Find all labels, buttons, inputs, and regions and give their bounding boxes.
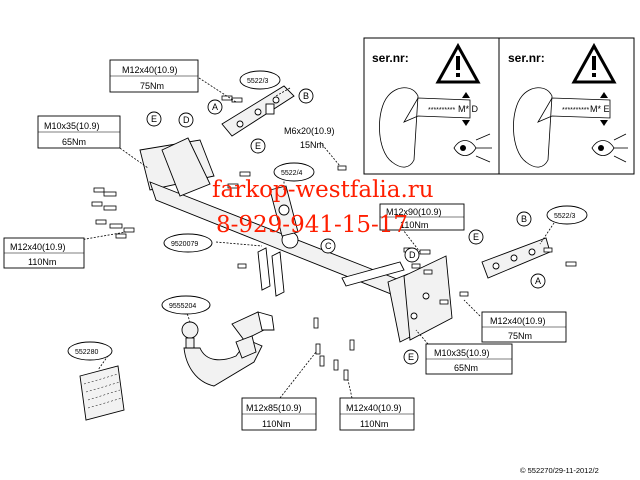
svg-text:M10x35(10.9): M10x35(10.9) — [434, 348, 490, 358]
callout-e-right: E — [468, 229, 484, 245]
watermark-site: farkop-westfalia.ru — [212, 177, 434, 203]
serial-code-left: M* D — [458, 104, 479, 114]
svg-text:110Nm: 110Nm — [262, 419, 290, 429]
part-9520079: 9520079 — [163, 233, 213, 253]
svg-text:M12x40(10.9): M12x40(10.9) — [346, 403, 402, 413]
serial-title-right: ser.nr: — [508, 51, 545, 65]
spec-box-top-bracket: M12x40(10.9) 75Nm — [109, 59, 199, 93]
svg-text:M12x40(10.9): M12x40(10.9) — [490, 316, 546, 326]
bolts — [91, 95, 577, 381]
part-5522-3-right: 5522/3 — [546, 205, 588, 225]
svg-text:5522/3: 5522/3 — [554, 213, 576, 220]
letter-callouts: A B E D E C D E B A E — [146, 88, 546, 365]
eye-icon — [591, 133, 628, 163]
eye-icon — [453, 133, 492, 163]
watermark: farkop-westfalia.ru 8-929-941-15-17 — [212, 177, 434, 238]
center-bracket — [269, 185, 299, 237]
part-552280: 552280 — [67, 341, 113, 361]
part-9555204: 9555204 — [161, 295, 211, 315]
crossbar-assembly — [139, 137, 453, 343]
serial-stars-left: ********** — [428, 107, 456, 114]
marker-arrow-icon — [600, 92, 608, 98]
callout-d-right: D — [404, 247, 420, 263]
svg-text:D: D — [183, 115, 190, 125]
svg-text:D: D — [409, 250, 416, 260]
callout-e-left1: E — [146, 111, 162, 127]
callout-b-right: B — [516, 211, 532, 227]
serial-code-right: M* E — [590, 104, 610, 114]
svg-text:65Nm: 65Nm — [62, 137, 86, 147]
watermark-phone: 8-929-941-15-17 — [216, 212, 408, 238]
callout-d-left: D — [178, 112, 194, 128]
serial-panel-right: ser.nr: ********** M* E — [508, 42, 628, 168]
spec-box-right-bracket: M12x40(10.9) 75Nm — [481, 311, 567, 343]
spec-box-bottom-right: M12x40(10.9) 110Nm — [339, 397, 415, 431]
serial-title-left: ser.nr: — [372, 51, 409, 65]
serial-panel-left: ser.nr: ********** M* D — [372, 42, 492, 168]
svg-text:110Nm: 110Nm — [400, 220, 428, 230]
svg-text:A: A — [212, 102, 218, 112]
callout-e-bottom: E — [403, 349, 419, 365]
svg-text:75Nm: 75Nm — [508, 331, 532, 341]
spec-label-mid-top: M6x20(10.9) 15Nm — [284, 126, 335, 150]
serial-plate — [403, 97, 471, 123]
part-5522-4: 5522/4 — [273, 162, 315, 182]
svg-text:M12x40(10.9): M12x40(10.9) — [10, 242, 66, 252]
marker-arrow-icon — [462, 92, 470, 98]
svg-text:110Nm: 110Nm — [28, 257, 56, 267]
svg-text:552280: 552280 — [75, 349, 98, 356]
spec-box-left-upper: M10x35(10.9) 65Nm — [37, 115, 121, 149]
svg-text:M12x40(10.9): M12x40(10.9) — [122, 65, 178, 75]
serial-stars-right: ********** — [562, 107, 590, 114]
svg-text:75Nm: 75Nm — [140, 81, 164, 91]
vehicle-outline — [379, 87, 419, 168]
spec-box-left-lower: M12x40(10.9) 110Nm — [3, 237, 85, 269]
marker-arrow-icon — [600, 120, 608, 126]
copyright-note: © 552270/29-11-2012/2 — [520, 466, 599, 475]
tow-ball — [181, 311, 275, 387]
svg-text:M6x20(10.9): M6x20(10.9) — [284, 126, 335, 136]
spec-box-right-lower: M10x35(10.9) 65Nm — [425, 343, 513, 375]
svg-text:65Nm: 65Nm — [454, 363, 478, 373]
svg-text:E: E — [255, 141, 261, 151]
svg-text:E: E — [151, 114, 157, 124]
marker-arrow-icon — [462, 120, 470, 126]
callout-c-center: C — [320, 238, 336, 254]
callout-a-right: A — [530, 273, 546, 289]
serial-plate — [537, 97, 611, 123]
svg-text:C: C — [325, 241, 332, 251]
svg-text:B: B — [303, 91, 309, 101]
svg-text:E: E — [408, 352, 414, 362]
svg-text:M12x85(10.9): M12x85(10.9) — [246, 403, 302, 413]
svg-text:B: B — [521, 214, 527, 224]
warning-icon — [435, 42, 481, 84]
spec-box-bottom-left: M12x85(10.9) 110Nm — [241, 397, 317, 431]
callout-e-left2: E — [250, 138, 266, 154]
spec-box-center: M12x90(10.9) 110Nm — [379, 203, 465, 231]
svg-text:E: E — [473, 232, 479, 242]
svg-text:5522/4: 5522/4 — [281, 170, 303, 177]
svg-text:5522/3: 5522/3 — [247, 78, 269, 85]
svg-text:M12x90(10.9): M12x90(10.9) — [386, 207, 442, 217]
svg-text:A: A — [535, 276, 541, 286]
svg-text:15Nm: 15Nm — [300, 140, 324, 150]
svg-text:110Nm: 110Nm — [360, 419, 388, 429]
vehicle-outline — [513, 87, 553, 168]
svg-text:9520079: 9520079 — [171, 241, 198, 248]
right-bracket — [481, 237, 551, 279]
part-number-callouts: 5522/3 5522/4 5522/3 9520079 9555204 552… — [67, 70, 588, 361]
warning-icon — [571, 42, 617, 84]
callout-a-left: A — [207, 99, 223, 115]
left-bracket — [221, 85, 295, 137]
svg-text:9555204: 9555204 — [169, 303, 196, 310]
part-5522-3-left: 5522/3 — [239, 70, 281, 90]
callout-b-left: B — [298, 88, 314, 104]
svg-text:M10x35(10.9): M10x35(10.9) — [44, 121, 100, 131]
kit-package — [79, 365, 125, 421]
